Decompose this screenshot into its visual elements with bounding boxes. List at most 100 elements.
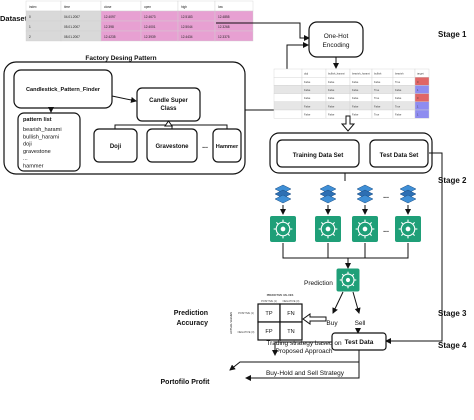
encoded-value: False <box>352 88 359 92</box>
testset-to-testdata-arrow <box>385 152 443 344</box>
strategy-line2: Proposed Approach <box>275 348 332 355</box>
pattern-list-item: ... <box>23 156 28 162</box>
fn-label: FN <box>287 311 294 317</box>
encoded-value: 1 <box>417 104 419 108</box>
prediction-model-icon <box>336 268 360 292</box>
encoded-value: False <box>328 113 335 117</box>
encoded-value: True <box>374 96 380 100</box>
database-layer <box>319 194 337 204</box>
dataset-header: index <box>29 5 37 9</box>
encoded-header: bearish <box>395 71 404 75</box>
encoded-value: False <box>304 113 311 117</box>
portfolio-profit-label: Portofilo Profit <box>161 379 211 386</box>
model-gear-tooth <box>357 233 361 237</box>
pattern-list-item: bullish_harami <box>23 134 59 140</box>
db-ellipsis: ... <box>383 193 389 200</box>
encoded-value: False <box>352 80 359 84</box>
encoded-value: False <box>395 88 402 92</box>
predictive-positive-label: POSITIVE (1) <box>261 299 277 303</box>
encoded-value: 1 <box>417 113 419 117</box>
dataset-header: high <box>181 5 187 9</box>
pattern-list-item: doji <box>23 142 32 148</box>
encoded-index-cell <box>273 93 303 102</box>
encoded-value: False <box>395 113 402 117</box>
pattern-finder-box <box>13 69 113 109</box>
table-to-split-arrow <box>340 115 356 132</box>
candle-super-class-line1: Candle Super <box>149 98 188 104</box>
tn-label: TN <box>287 329 294 335</box>
encoded-cell <box>414 109 430 119</box>
model-gear-tooth <box>275 233 279 237</box>
one-hot-line2: Encoding <box>322 42 349 49</box>
test-data-label: Test Data <box>345 339 374 346</box>
dataset-value: 0 <box>29 15 31 19</box>
prediction-to-buy-arrow <box>332 291 344 314</box>
encoded-value: False <box>304 104 311 108</box>
encoded-value: False <box>304 88 311 92</box>
encoded-header: doji <box>304 71 308 75</box>
stage-3-label: Stage 3 <box>438 309 467 318</box>
dataset-value: 2 <box>29 35 31 39</box>
test-set-box <box>369 139 429 168</box>
model-row <box>270 173 421 242</box>
encoded-header: target <box>417 71 424 75</box>
encoded-value: False <box>352 96 359 100</box>
actual-positive-label: POSITIVE (1) <box>238 311 254 315</box>
database-layer <box>356 194 374 204</box>
model-gear-tooth <box>357 221 361 225</box>
encoded-value: True <box>374 113 380 117</box>
model-gear-tooth <box>275 221 279 225</box>
dataset-header: open <box>144 5 151 9</box>
dataset-value: 12.5044 <box>181 25 193 29</box>
prediction-accuracy-line2: Accuracy <box>176 320 208 327</box>
finder-to-super-arrow <box>111 95 137 103</box>
actual-values-label: ACTUAL VALUES <box>229 312 233 334</box>
encoded-header-cell <box>273 68 303 78</box>
dataset-value: 04.01.2007 <box>64 15 80 19</box>
encoded-value: False <box>374 104 381 108</box>
model-gear-tooth <box>351 283 355 287</box>
model-gear-tooth <box>320 233 324 237</box>
encoded-value: False <box>374 80 381 84</box>
buy-hold-label: Buy-Hold and Sell Strategy <box>266 370 345 377</box>
test-set-label: Test Data Set <box>380 152 419 159</box>
candle-super-class-line2: Class <box>160 106 177 112</box>
stage-1-label: Stage 1 <box>438 30 467 39</box>
encoded-value: False <box>328 80 335 84</box>
encoded-value: False <box>352 104 359 108</box>
testdata-to-strategy-arrow <box>272 341 332 356</box>
strategy-line1: Trading strategy based on <box>266 340 342 347</box>
pattern-list-title: pattern list <box>23 117 52 123</box>
stage-2-label: Stage 2 <box>438 176 467 185</box>
encoded-value: True <box>395 80 401 84</box>
model-gear-tooth <box>400 221 404 225</box>
dataset-value: 05.01.2007 <box>64 25 80 29</box>
encoded-value: False <box>395 96 402 100</box>
pattern-list-box <box>17 112 81 172</box>
model-gear-tooth <box>332 221 336 225</box>
dataset-cell <box>25 30 62 42</box>
testdata-to-profit-arrow <box>229 350 360 371</box>
model-gear-tooth <box>287 233 291 237</box>
dataset-value: 12.5183 <box>181 15 193 19</box>
encoded-value: 0 <box>417 96 419 100</box>
tp-label: TP <box>265 311 272 317</box>
pattern-list-item: hammer <box>23 164 44 170</box>
dataset-value: 12.3939 <box>144 35 156 39</box>
model-gear-tooth <box>332 233 336 237</box>
model-gear-tooth <box>341 283 345 287</box>
doji-label: Doji <box>110 144 122 150</box>
encoded-value: 1 <box>417 88 419 92</box>
encoded-value: False <box>328 96 335 100</box>
prediction-label: Prediction <box>304 280 333 287</box>
prediction-to-sell-arrow <box>352 291 361 314</box>
sell-label: Sell <box>355 320 366 327</box>
encoded-value: True <box>395 104 401 108</box>
inheritance-arrowhead <box>164 120 173 127</box>
model-gear-hub <box>362 226 368 232</box>
dataset-to-onehot-line <box>216 22 310 41</box>
database-layer <box>274 194 292 204</box>
dataset-cell <box>25 20 62 32</box>
dataset-value: 1 <box>29 25 31 29</box>
